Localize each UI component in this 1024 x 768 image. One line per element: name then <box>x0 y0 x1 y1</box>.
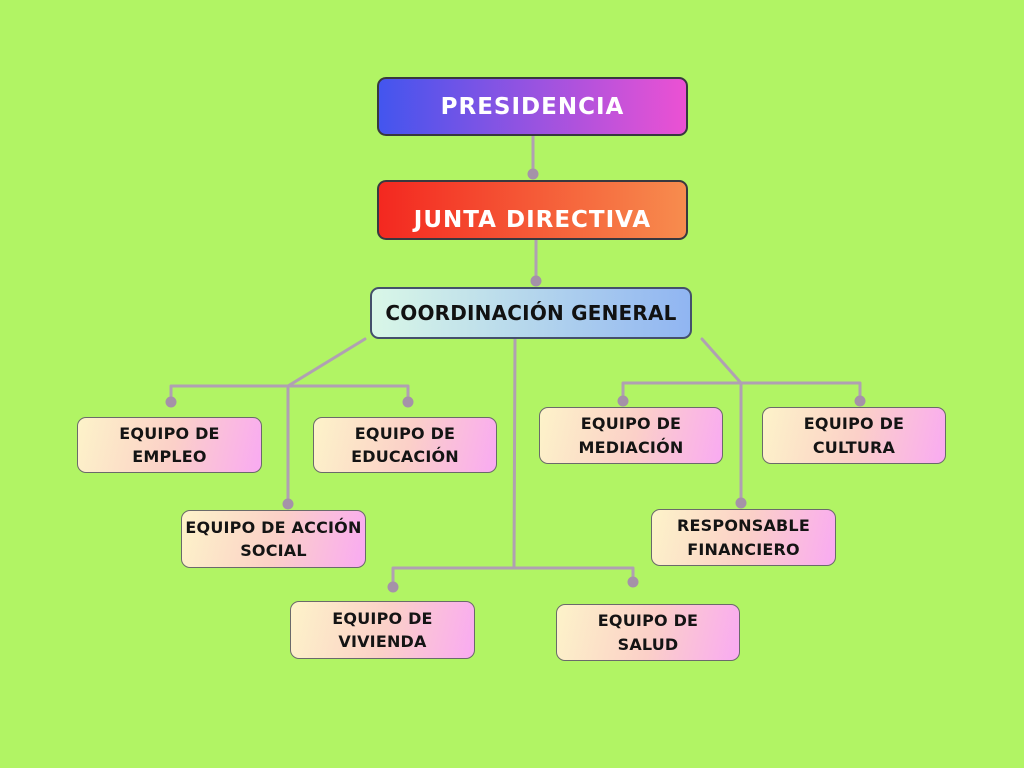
connector-dot <box>530 275 542 287</box>
org-node-presidencia[interactable]: PRESIDENCIA <box>377 77 688 136</box>
node-label: COORDINACIÓN GENERAL <box>385 301 677 325</box>
org-node-equipo-cultura[interactable]: EQUIPO DE CULTURA <box>762 407 946 464</box>
node-label: JUNTA DIRECTIVA <box>413 207 652 233</box>
org-node-responsable-financiero[interactable]: RESPONSABLE FINANCIERO <box>651 509 836 566</box>
connector-dot <box>617 395 629 407</box>
node-label: EQUIPO DE VIVIENDA <box>332 608 433 651</box>
node-label: EQUIPO DE SALUD <box>597 611 699 654</box>
connector-dot <box>735 497 747 509</box>
edge-left-branch-bar <box>169 384 410 403</box>
node-label: PRESIDENCIA <box>440 93 625 120</box>
org-node-equipo-vivienda[interactable]: EQUIPO DE VIVIENDA <box>290 601 475 659</box>
node-label: EQUIPO DE EDUCACIÓN <box>351 423 459 466</box>
node-label: EQUIPO DE ACCIÓN SOCIAL <box>185 517 362 560</box>
connector-dot <box>527 168 539 180</box>
org-node-coordinacion-general[interactable]: COORDINACIÓN GENERAL <box>370 287 692 339</box>
node-label: EQUIPO DE CULTURA <box>803 414 905 457</box>
org-node-equipo-empleo[interactable]: EQUIPO DE EMPLEO <box>77 417 262 473</box>
connector-dot <box>627 576 639 588</box>
node-label: RESPONSABLE FINANCIERO <box>677 516 810 559</box>
connector-dot <box>402 396 414 408</box>
org-node-equipo-mediacion[interactable]: EQUIPO DE MEDIACIÓN <box>539 407 723 464</box>
node-label: EQUIPO DE MEDIACIÓN <box>578 414 684 457</box>
node-label: EQUIPO DE EMPLEO <box>119 423 220 466</box>
connector-dot <box>165 396 177 408</box>
org-node-equipo-salud[interactable]: EQUIPO DE SALUD <box>556 604 740 661</box>
org-node-equipo-educacion[interactable]: EQUIPO DE EDUCACIÓN <box>313 417 497 473</box>
org-node-equipo-accion-social[interactable]: EQUIPO DE ACCIÓN SOCIAL <box>181 510 366 568</box>
connector-dot <box>387 581 399 593</box>
connector-dot <box>282 498 294 510</box>
edge-right-branch-bar <box>621 381 862 402</box>
edge-center-trunk <box>512 337 517 570</box>
org-node-junta-directiva[interactable]: JUNTA DIRECTIVA <box>377 180 688 240</box>
connector-dot <box>854 395 866 407</box>
edge-center-bar <box>391 566 635 588</box>
